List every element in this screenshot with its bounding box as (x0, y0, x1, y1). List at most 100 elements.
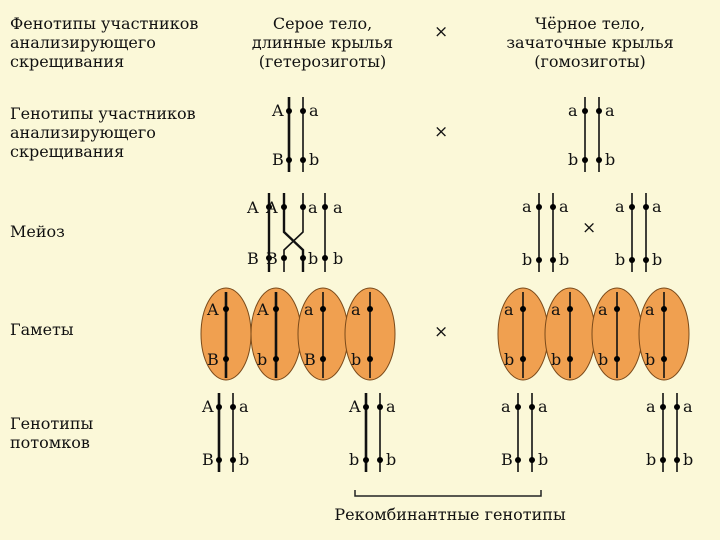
cross-symbol-2: × (434, 122, 449, 142)
meiosis-right-pair2-c2-allele-top: a (652, 197, 662, 216)
row-label-meiosis: Мейоз (10, 222, 65, 241)
gamete-8-locus-top (661, 306, 667, 312)
meiosis-left-chrom1-locus-bottom (266, 255, 272, 261)
parent-left-chrom2-locus-bottom (300, 157, 306, 163)
meiosis-right-pair2-c1-allele-top: a (615, 197, 625, 216)
gamete-2-locus-bottom (273, 356, 279, 362)
row-label-phenotypes: Фенотипы участников анализирующего скрещ… (10, 14, 199, 71)
gamete-2-allele-top: A (256, 300, 269, 319)
parent-left-chrom2-locus-top (300, 108, 306, 114)
gamete-1-locus-top (223, 306, 229, 312)
header-right-phenotype: Чёрное тело, зачаточные крылья (гомозиго… (506, 14, 674, 71)
offspring-4-c1-locus-bottom (660, 457, 666, 463)
offspring-4-c1-locus-top (660, 404, 666, 410)
meiosis-right-pair2-c2-locus-top (643, 204, 649, 210)
meiosis-left-crossover-chromatid-1 (282, 193, 305, 272)
meiosis-left-allele-2: B (247, 249, 259, 268)
gamete-3-allele-top: a (304, 300, 314, 319)
meiosis-right-pair2-c1-locus-bottom (629, 257, 635, 263)
parent-right-chrom2-allele-bottom: b (605, 150, 615, 169)
gamete-4-locus-bottom (367, 356, 373, 362)
parent-right-chrom2-locus-top (596, 108, 602, 114)
meiosis-right-pair1-c1-allele-top: a (522, 197, 532, 216)
gamete-5-allele-bottom: b (504, 350, 514, 369)
offspring-4-c2-locus-bottom (674, 457, 680, 463)
meiosis-left-chrom4-locus-bottom (322, 255, 328, 261)
cross-symbol-4: × (434, 322, 449, 342)
offspring-1-c2-allele-top: a (239, 397, 249, 416)
meiosis-left-chrom4-locus-top (322, 204, 328, 210)
meiosis-left-allele-1: A (246, 198, 259, 217)
parent-left-chrom1-allele-top: A (271, 101, 284, 120)
gamete-6-locus-bottom (567, 356, 573, 362)
offspring-2-c2-locus-bottom (377, 457, 383, 463)
offspring-4-c1-allele-top: a (646, 397, 656, 416)
parent-right-chrom1-allele-top: a (568, 101, 578, 120)
offspring-3-c1-allele-bottom: B (501, 450, 513, 469)
meiosis-left-allele-8: b (333, 249, 343, 268)
meiosis-right-pair1-c1-locus-top (536, 204, 542, 210)
meiosis-left-crossover-locus-4 (300, 255, 306, 261)
gamete-2-locus-top (273, 306, 279, 312)
row-label-gametes: Гаметы (10, 320, 74, 339)
meiosis-right-pair2-c2-locus-bottom (643, 257, 649, 263)
header-left-phenotype: Серое тело, длинные крылья (гетерозиготы… (251, 14, 394, 71)
offspring-4-c2-locus-top (674, 404, 680, 410)
meiosis-right-pair1-c2-locus-top (550, 204, 556, 210)
meiosis-right-pair2-c1-allele-bottom: b (615, 250, 625, 269)
parent-right-chrom1-allele-bottom: b (568, 150, 578, 169)
offspring-2-c2-allele-top: a (386, 397, 396, 416)
parent-left-chrom1-allele-bottom: B (272, 150, 284, 169)
gamete-8-allele-top: a (645, 300, 655, 319)
offspring-1-c1-allele-top: A (201, 397, 214, 416)
gamete-3-locus-bottom (320, 356, 326, 362)
parent-left-chrom1-locus-bottom (286, 157, 292, 163)
gamete-3-locus-top (320, 306, 326, 312)
meiosis-right-pair2-c2-allele-bottom: b (652, 250, 662, 269)
meiosis-left-allele-6: b (308, 249, 318, 268)
parent-left-chrom2-allele-bottom: b (309, 150, 319, 169)
offspring-1-c2-locus-top (230, 404, 236, 410)
meiosis-left-allele-4: B (266, 249, 278, 268)
parent-right-chrom2-allele-top: a (605, 101, 615, 120)
meiosis-left-allele-5: a (308, 198, 318, 217)
gamete-8-locus-bottom (661, 356, 667, 362)
meiosis-right-pair1-c1-allele-bottom: b (522, 250, 532, 269)
offspring-3-c1-locus-bottom (515, 457, 521, 463)
offspring-3-c2-allele-top: a (538, 397, 548, 416)
offspring-3-c2-allele-bottom: b (538, 450, 548, 469)
offspring-1-c1-locus-bottom (216, 457, 222, 463)
gamete-7-locus-top (614, 306, 620, 312)
gamete-1-allele-bottom: B (207, 350, 219, 369)
gamete-1-locus-bottom (223, 356, 229, 362)
meiosis-right-pair1-c2-locus-bottom (550, 257, 556, 263)
parent-right-chrom2-locus-bottom (596, 157, 602, 163)
offspring-2-c2-locus-top (377, 404, 383, 410)
meiosis-left-crossover-locus-3 (300, 204, 306, 210)
gamete-7-locus-bottom (614, 356, 620, 362)
recombinant-label: Рекомбинантные генотипы (334, 505, 566, 524)
meiosis-left-chrom1-locus-top (266, 204, 272, 210)
parent-right-chrom1-locus-bottom (582, 157, 588, 163)
offspring-1-c1-locus-top (216, 404, 222, 410)
parent-left-chrom2-allele-top: a (309, 101, 319, 120)
parent-left-chrom1-locus-top (286, 108, 292, 114)
meiosis-left-allele-7: a (333, 198, 343, 217)
offspring-3-c1-allele-top: a (501, 397, 511, 416)
meiosis-right-pair1-c1-locus-bottom (536, 257, 542, 263)
row-label-genotypes: Генотипы участников анализирующего скрещ… (10, 104, 196, 161)
offspring-4-c2-allele-top: a (683, 397, 693, 416)
gamete-5-locus-top (520, 306, 526, 312)
gamete-6-locus-top (567, 306, 573, 312)
meiosis-right-pair2-c1-locus-top (629, 204, 635, 210)
parent-right-chrom1-locus-top (582, 108, 588, 114)
gamete-4-allele-top: a (351, 300, 361, 319)
gamete-4-allele-bottom: b (351, 350, 361, 369)
offspring-3-c1-locus-top (515, 404, 521, 410)
offspring-3-c2-locus-bottom (529, 457, 535, 463)
gamete-8-allele-bottom: b (645, 350, 655, 369)
offspring-2-c2-allele-bottom: b (386, 450, 396, 469)
gamete-5-allele-top: a (504, 300, 514, 319)
